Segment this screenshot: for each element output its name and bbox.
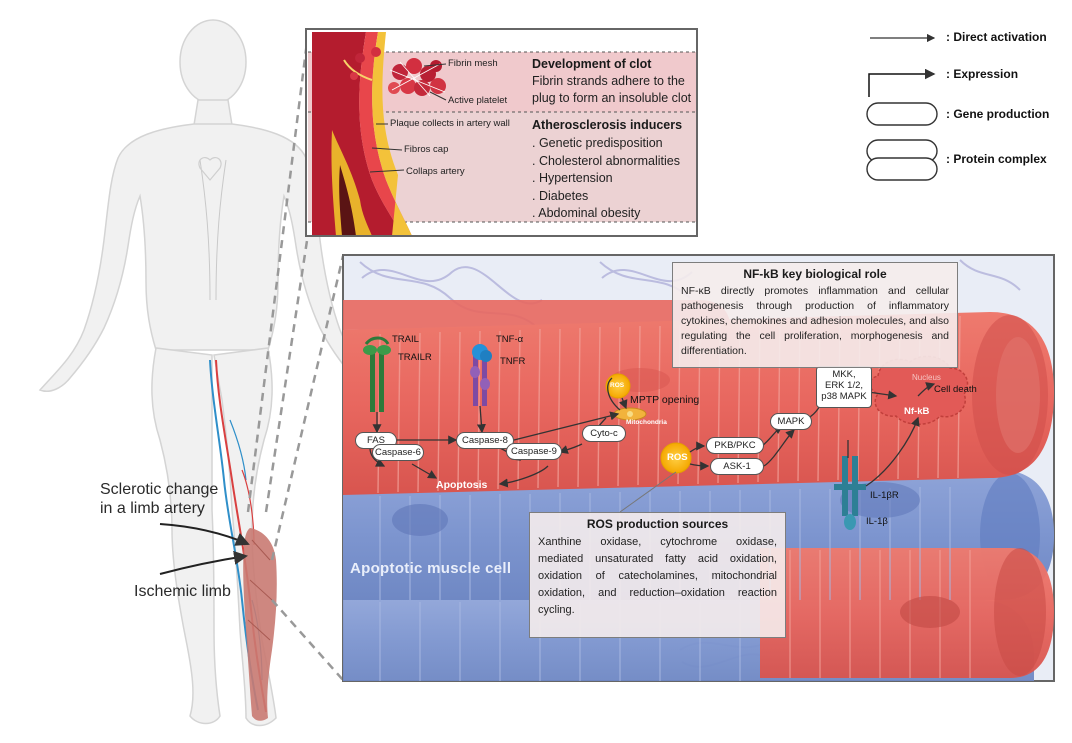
atherosclerosis-inducers-title: Atherosclerosis inducers [532,118,683,132]
gene-production-icon [866,102,938,126]
ischemic-pointer [159,550,248,575]
erk-line: ERK 1/2, [824,380,864,391]
nfkb-info-text: NF-κB directly promotes inflammation and… [681,285,949,357]
caspase-6-node: Caspase-6 [372,444,424,461]
tnfr-receptor [470,344,492,406]
collaps-artery-label: Collaps artery [406,166,465,177]
nfkb-info-title: NF-kB key biological role [743,267,887,281]
mapk-node: MAPK [770,413,812,430]
trail-receptor [363,336,391,412]
trail-label: TRAIL [392,334,419,345]
development-of-clot-title: Development of clot [532,57,652,71]
list-item: . Hypertension [532,171,613,185]
nucleus-label: Nucleus [912,373,941,382]
cell-death-label: Cell death [934,384,977,395]
legend-gene-production: : Gene production [946,107,1050,121]
nfkb-info-box: NF-kB key biological role NF-κB directly… [672,262,958,368]
list-item: . Diabetes [532,188,589,203]
ischemic-limb-label: Ischemic limb [134,583,231,600]
trailr-label: TRAILR [398,352,432,363]
zoom-lines [246,33,345,681]
il1br-receptor [834,456,866,530]
il1br-label: IL-1βR [870,490,899,501]
pkb-pkc-node: PKB/PKC [706,437,764,454]
sclerotic-change-label: Sclerotic change in a limb artery [100,481,219,517]
legend-icons [866,33,938,181]
mkk-line: MKK, [832,369,856,380]
sclerotic-pointer [159,523,250,546]
clot-cells [350,47,446,97]
nucleus [869,355,969,425]
fibrin-mesh-label: Fibrin mesh [448,58,498,69]
atherosclerosis-inducers-list: . Genetic predisposition . Cholesterol a… [532,135,680,223]
active-platelet-label: Active platelet [448,95,508,106]
clot-leaders [369,63,447,173]
plaque-label: Plaque collects in artery wall [390,118,510,129]
development-of-clot-text: Fibrin strands adhere to the plug to for… [532,74,692,105]
legend-protein-complex: : Protein complex [946,152,1047,166]
il1b-label: IL-1β [866,516,888,527]
caspase-8-node: Caspase-8 [456,432,514,449]
tnf-alpha-label: TNF-α [496,334,524,345]
nfkb-label: Nf-kB [904,406,930,417]
ros-large-label: ROS [667,452,688,463]
expression-icon [868,68,936,97]
cyto-c-node: Cyto-c [582,425,626,442]
mkk-erk-p38-box: MKK, ERK 1/2, p38 MAPK [816,366,872,408]
ischemic-limb-region [243,528,277,721]
list-item: . Cholesterol abnormalities [532,153,680,168]
mptp-opening-label: MPTP opening [630,394,700,406]
legend-expression: : Expression [946,67,1019,81]
ros-info-title: ROS production sources [586,517,729,531]
ros-small-label: ROS [610,382,625,389]
fibros-cap-label: Fibros cap [404,144,449,155]
legend-direct-activation: : Direct activation [946,30,1047,44]
list-item: . Abdominal obesity [532,206,641,220]
list-item: . Genetic predisposition [532,136,663,150]
caspase-9-node: Caspase-9 [506,443,562,460]
ros-info-text: Xanthine oxidase, cytochrome oxidase, me… [538,536,777,616]
mitochondria-label: Mitochondria [626,419,667,426]
ask-1-node: ASK-1 [710,458,764,475]
tnfr-label: TNFR [500,356,526,367]
ros-small-icon [605,373,631,399]
ros-info-box: ROS production sources Xanthine oxidase,… [529,512,786,638]
p38-line: p38 MAPK [821,391,867,402]
clot-panel [305,28,698,237]
ros-large-icon [660,442,692,474]
heart-outline [198,156,222,181]
apoptotic-muscle-cell-label: Apoptotic muscle cell [350,560,512,577]
apoptosis-label: Apoptosis [436,479,488,491]
